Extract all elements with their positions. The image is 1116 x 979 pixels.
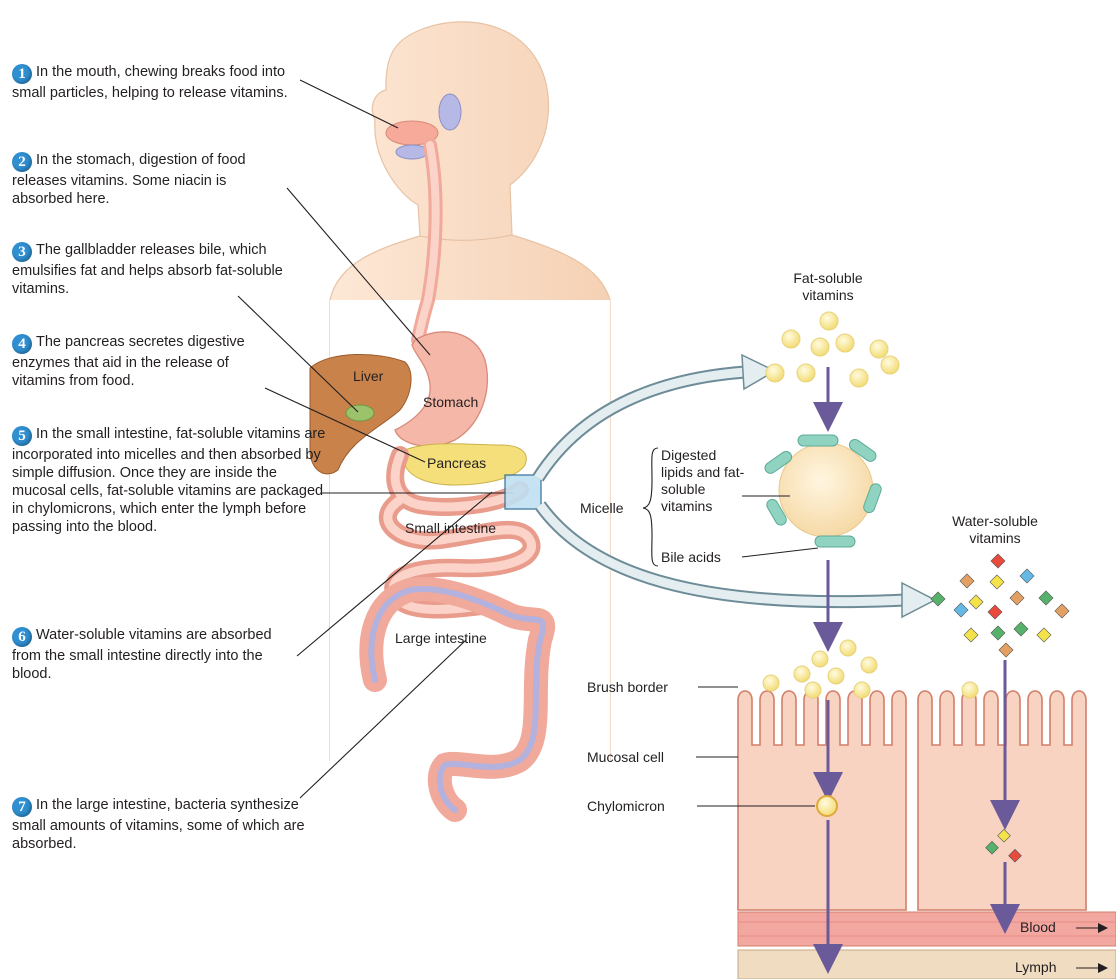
liver-label: Liver (353, 368, 383, 385)
step-badge: 5 (12, 426, 32, 446)
step-text: The pancreas secretes digestive enzymes … (12, 334, 245, 389)
micelle (763, 435, 883, 547)
step-text: In the mouth, chewing breaks food into s… (12, 64, 288, 101)
step-badge: 4 (12, 334, 32, 354)
water-soluble-label: Water-soluble vitamins (930, 513, 1060, 547)
brush-border-label: Brush border (587, 679, 668, 696)
bile-acids-label: Bile acids (661, 549, 721, 566)
mucosal-cells (738, 691, 1086, 910)
step-badge: 1 (12, 64, 32, 84)
lymph-vessel (738, 950, 1116, 979)
step-text: In the small intestine, fat-soluble vita… (12, 426, 325, 535)
gallbladder (346, 405, 374, 421)
blood-label: Blood (1020, 919, 1056, 936)
lymph-label: Lymph (1015, 959, 1057, 976)
pancreas-label: Pancreas (427, 455, 486, 472)
absorbing-fat-vitamins (763, 640, 978, 698)
fat-soluble-label: Fat-soluble vitamins (768, 270, 888, 304)
large-intestine-label: Large intestine (395, 630, 487, 647)
step-badge: 2 (12, 152, 32, 172)
micelle-core-label: Digested lipids and fat-soluble vitamins (661, 447, 746, 515)
chylomicron-particle (817, 796, 837, 816)
chylomicron-label: Chylomicron (587, 798, 665, 815)
micelle-brace (643, 448, 658, 566)
step-text: The gallbladder releases bile, which emu… (12, 242, 283, 297)
step-text: In the large intestine, bacteria synthes… (12, 797, 305, 852)
step-text: Water-soluble vitamins are absorbed from… (12, 627, 272, 682)
step-badge: 6 (12, 627, 32, 647)
small-intestine-label: Small intestine (405, 520, 496, 537)
water-soluble-vitamin-cluster (931, 554, 1069, 657)
step-badge: 7 (12, 797, 32, 817)
zoom-box (505, 475, 541, 509)
blood-vessel (738, 912, 1116, 946)
micelle-label: Micelle (580, 500, 624, 517)
fat-soluble-vitamin-cluster (766, 312, 899, 387)
step-text: In the stomach, digestion of food releas… (12, 152, 246, 207)
stomach-label: Stomach (423, 394, 478, 411)
mucosal-cell-label: Mucosal cell (587, 749, 664, 766)
step-badge: 3 (12, 242, 32, 262)
